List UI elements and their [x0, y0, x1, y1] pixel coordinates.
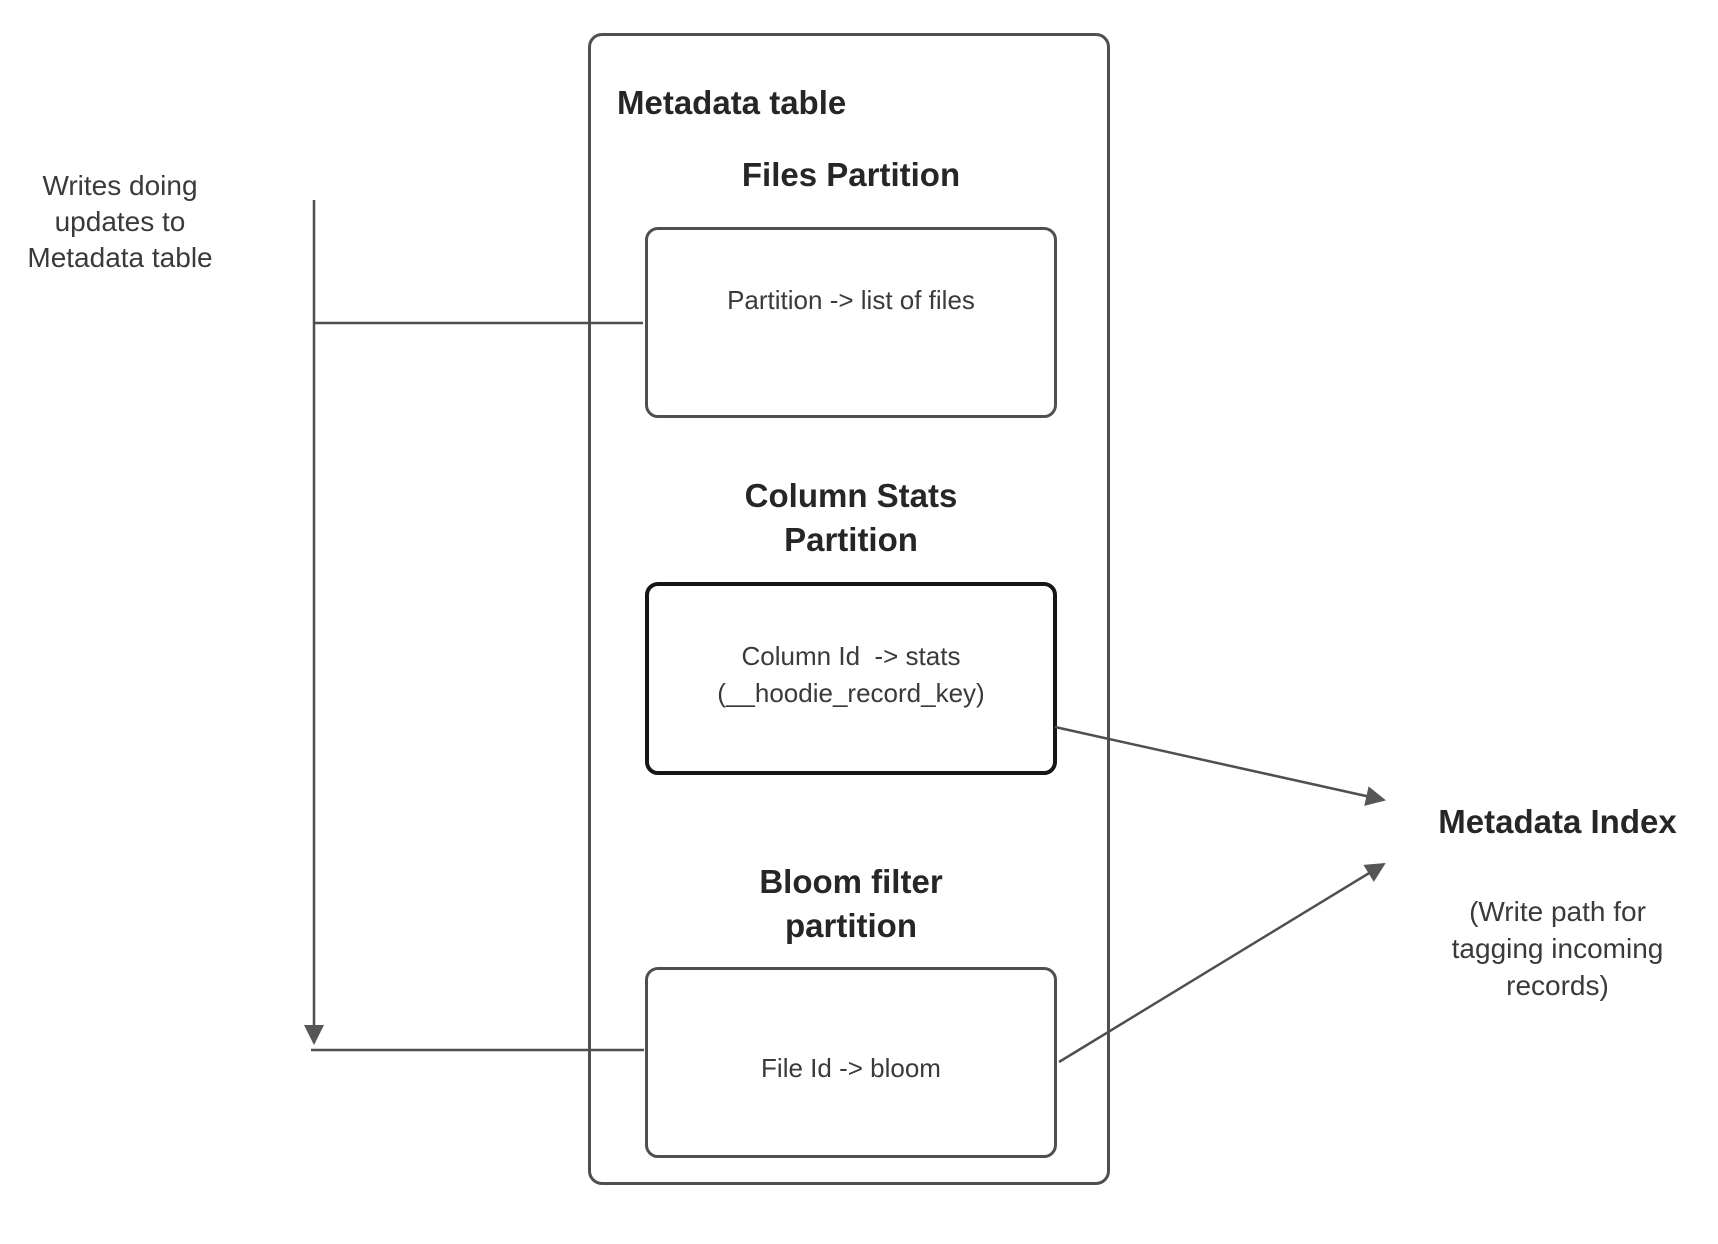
- metadata-table-title: Metadata table: [617, 84, 847, 121]
- column-stats-partition-heading: Column Stats Partition: [744, 477, 958, 558]
- bloom-filter-partition-box: File Id -> bloom: [645, 967, 1057, 1158]
- files-partition-box-text: Partition -> list of files: [727, 285, 975, 315]
- metadata-index-subtitle: (Write path for tagging incoming records…: [1451, 896, 1664, 1001]
- writes-note: Writes doing updates to Metadata table: [27, 170, 213, 273]
- column-stats-partition-box: Column Id -> stats (__hoodie_record_key): [645, 582, 1057, 775]
- files-partition-box: Partition -> list of files: [645, 227, 1057, 418]
- metadata-index-title: Metadata Index: [1438, 803, 1677, 840]
- files-partition-heading: Files Partition: [741, 156, 961, 193]
- bloom-filter-partition-box-text: File Id -> bloom: [761, 1053, 941, 1083]
- column-stats-partition-box-text: Column Id -> stats (__hoodie_record_key): [717, 641, 985, 708]
- bloom-filter-partition-heading: Bloom filter partition: [759, 863, 943, 944]
- metadata-table-container: Metadata table: [588, 33, 1110, 1185]
